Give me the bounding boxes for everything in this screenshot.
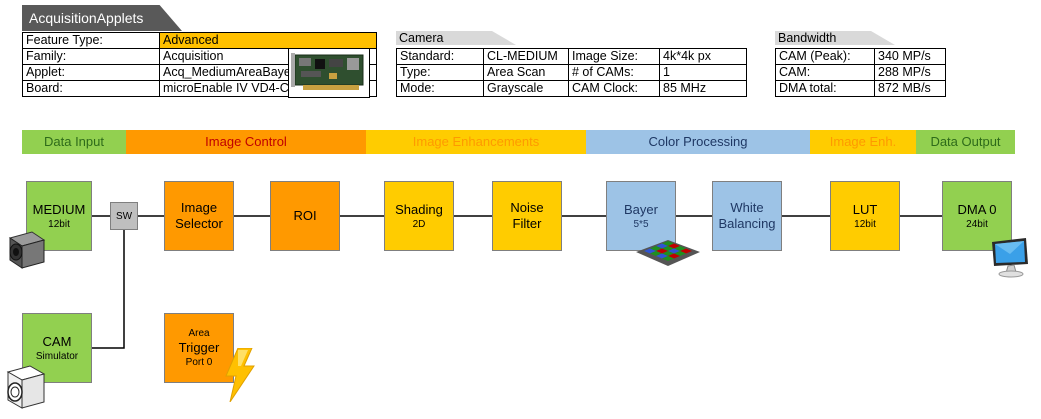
dma-label: DMA 0 [957,201,997,217]
camera-title: Camera [399,31,444,45]
area-trigger-line3: Port 0 [185,357,213,368]
camera-value: Grayscale [483,80,569,97]
lut-block[interactable]: LUT 12bit [830,181,900,251]
bandwidth-key: DMA total: [775,80,875,97]
camera-table: Standard: CL-MEDIUM Image Size: 4k*4k px… [396,48,747,97]
stage-image-enhancements: Image Enhancements [366,130,586,154]
stage-image-control: Image Control [126,130,366,154]
bayer-grid-icon [634,238,702,273]
white-balancing-block[interactable]: White Balancing [712,181,782,251]
image-selector-line2: Selector [175,216,223,231]
bandwidth-tab [775,31,895,45]
board-key: Board: [22,80,160,97]
cam-simulator-sub: Simulator [35,350,79,362]
camera-key: Image Size: [568,48,660,65]
camera-tab [396,31,516,45]
roi-block[interactable]: ROI [270,181,340,251]
noise-filter-line1: Noise [510,200,544,215]
cam-simulator-label: CAM [42,333,72,349]
area-trigger-block[interactable]: Area Trigger Port 0 [164,313,234,383]
feature-type-value: Advanced [159,32,377,49]
bandwidth-title: Bandwidth [778,31,837,45]
bandwidth-key: CAM: [775,64,875,81]
roi-label: ROI [293,208,317,223]
bayer-sub: 5*5 [633,218,649,230]
app-title-tab: AcquisitionApplets [22,5,182,31]
medium-label: MEDIUM [32,201,86,217]
stage-data-output: Data Output [916,130,1015,154]
white-balancing-line2: Balancing [718,216,776,231]
image-selector-line1: Image [180,200,218,215]
shading-block[interactable]: Shading 2D [384,181,454,251]
lightning-icon [222,347,256,407]
noise-filter-line2: Filter [512,216,542,231]
board-image [288,48,370,98]
white-balancing-line1: White [730,200,764,215]
medium-bitdepth: 12bit [48,218,70,230]
bandwidth-table: CAM (Peak): 340 MP/s CAM: 288 MP/s DMA t… [775,48,946,97]
stage-image-enh: Image Enh. [810,130,916,154]
camera-key: # of CAMs: [568,64,660,81]
camera-key: Mode: [396,80,484,97]
noise-filter-block[interactable]: Noise Filter [492,181,562,251]
bayer-label: Bayer [624,201,658,217]
applet-key: Applet: [22,64,160,81]
bandwidth-value: 872 MB/s [874,80,946,97]
switch-block[interactable]: SW [110,202,138,230]
lut-sub: 12bit [854,218,876,230]
area-trigger-line2: Trigger [178,340,220,355]
image-selector-block[interactable]: Image Selector [164,181,234,251]
camera-value: 85 MHz [659,80,747,97]
monitor-icon [988,236,1034,283]
stage-color-processing: Color Processing [586,130,810,154]
camera-value: CL-MEDIUM [483,48,569,65]
app-title: AcquisitionApplets [29,10,144,26]
stage-data-input: Data Input [22,130,126,154]
camera-icon [2,226,50,275]
bayer-block[interactable]: Bayer 5*5 [606,181,676,251]
dma-sub: 24bit [966,218,988,230]
applet-info-table: Feature Type: Advanced Family: Acquisiti… [22,32,377,97]
simulator-camera-icon [0,362,48,419]
lut-label: LUT [852,201,878,217]
camera-key: CAM Clock: [568,80,660,97]
shading-label: Shading [395,201,443,217]
dma-block[interactable]: DMA 0 24bit [942,181,1012,251]
area-trigger-line1: Area [188,328,210,339]
shading-sub: 2D [412,218,426,230]
switch-label: SW [115,210,133,222]
